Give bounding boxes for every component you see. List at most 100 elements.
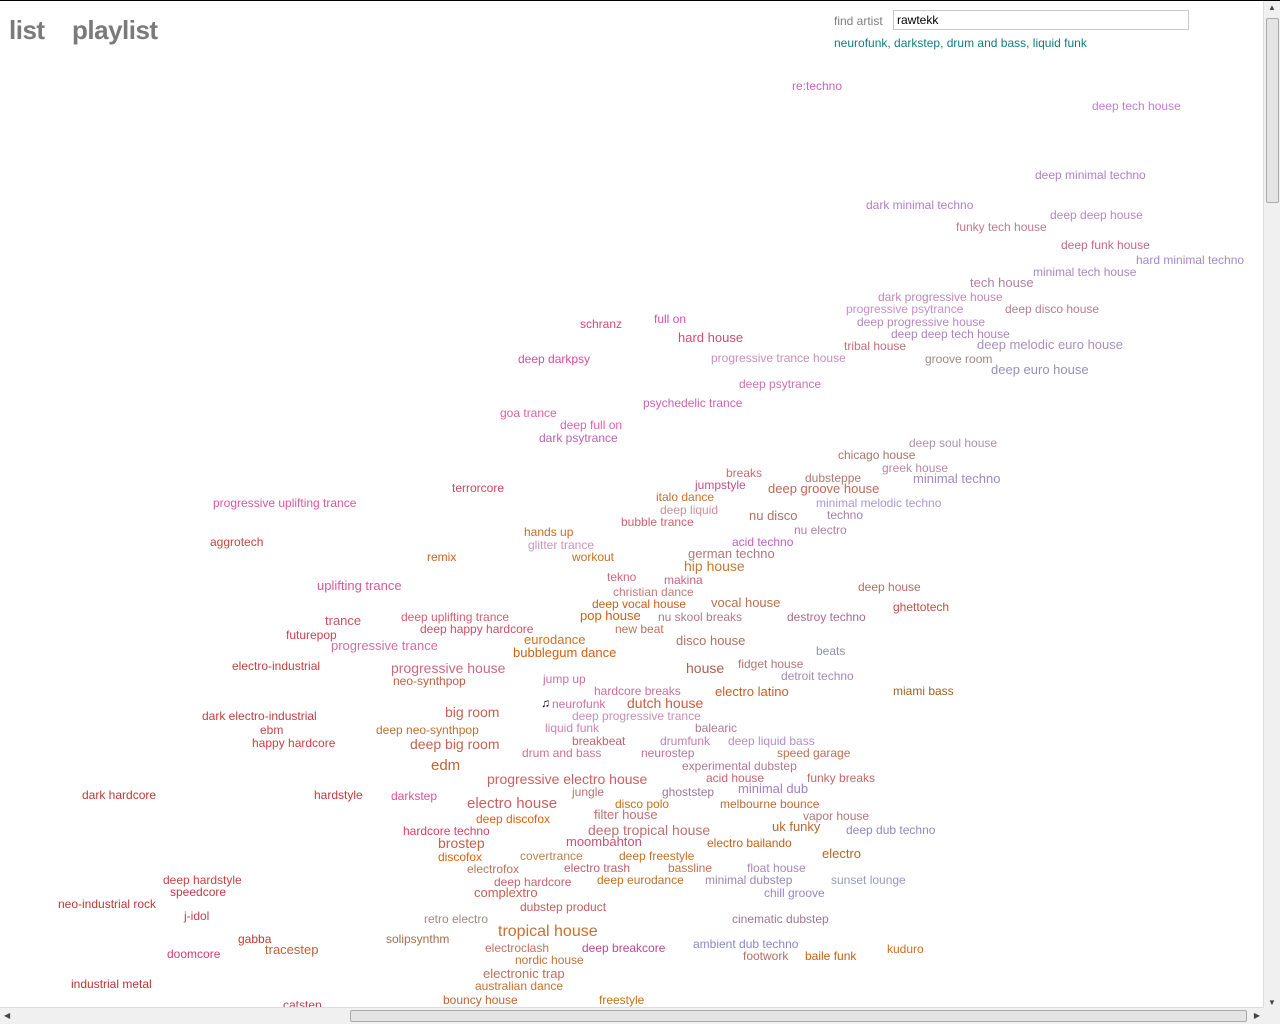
genre-label[interactable]: hard house	[678, 330, 744, 346]
genre-label[interactable]: minimal dubstep	[705, 872, 793, 887]
genre-label[interactable]: pop house	[580, 608, 641, 624]
vertical-scrollbar[interactable]: ▲ ▼	[1263, 1, 1280, 1009]
music-note-icon[interactable]: ♫	[541, 696, 550, 710]
genre-label[interactable]: deep freestyle	[619, 848, 695, 863]
genre-label[interactable]: hip house	[684, 557, 745, 574]
genre-label[interactable]: deep liquid	[660, 502, 719, 517]
genre-label[interactable]: deep euro house	[991, 362, 1089, 378]
genre-label[interactable]: drumfunk	[660, 733, 711, 748]
genre-label[interactable]: bassline	[668, 860, 713, 875]
genre-label[interactable]: neo-industrial rock	[58, 896, 157, 911]
genre-label[interactable]: terrorcore	[452, 480, 505, 495]
genre-label[interactable]: discofox	[438, 849, 483, 864]
genre-label[interactable]: deep tropical house	[588, 821, 711, 838]
genre-label[interactable]: ebm	[260, 722, 284, 737]
genre-label[interactable]: nu disco	[749, 508, 798, 524]
genre-label[interactable]: hardstyle	[314, 787, 363, 802]
genre-label[interactable]: filter house	[594, 807, 658, 823]
genre-label[interactable]: eurodance	[524, 632, 586, 648]
vertical-scroll-thumb[interactable]	[1266, 18, 1279, 203]
genre-label[interactable]: electro	[822, 846, 862, 862]
genre-label[interactable]: christian dance	[613, 584, 694, 599]
genre-label[interactable]: industrial metal	[71, 976, 152, 991]
genre-label[interactable]: techno	[827, 507, 864, 522]
genre-label[interactable]: electro bailando	[707, 835, 792, 850]
genre-label[interactable]: progressive trance	[331, 638, 438, 654]
genre-label[interactable]: deep house	[858, 579, 921, 594]
genre-label[interactable]: australian dance	[475, 978, 564, 993]
genre-label[interactable]: kuduro	[887, 941, 924, 956]
genre-label[interactable]: deep darkpsy	[518, 351, 591, 366]
genre-label[interactable]: hardcore techno	[403, 823, 490, 838]
genre-label[interactable]: electro latino	[715, 684, 789, 700]
genre-label[interactable]: gabba	[238, 931, 272, 946]
genre-label[interactable]: minimal melodic techno	[816, 495, 942, 510]
genre-label[interactable]: acid techno	[732, 534, 794, 549]
genre-label[interactable]: uplifting trance	[317, 578, 402, 594]
genre-label[interactable]: deep big room	[410, 735, 500, 752]
genre-label[interactable]: disco polo	[615, 796, 670, 811]
genre-label[interactable]: dark hardcore	[82, 787, 157, 802]
genre-label[interactable]: speed garage	[777, 745, 851, 760]
genre-label[interactable]: detroit techno	[781, 668, 854, 683]
genre-label[interactable]: ghettotech	[893, 599, 950, 614]
genre-label[interactable]: balearic	[695, 720, 738, 735]
genre-label[interactable]: melbourne bounce	[720, 796, 820, 811]
genre-label[interactable]: nu skool breaks	[658, 609, 743, 624]
genre-label[interactable]: deep discofox	[476, 811, 551, 826]
genre-label[interactable]: glitter trance	[528, 537, 595, 552]
artist-genre-list[interactable]: neurofunk, darkstep, drum and bass, liqu…	[834, 36, 1087, 50]
genre-label[interactable]: big room	[445, 703, 500, 720]
genre-label[interactable]: miami bass	[893, 683, 954, 698]
genre-label[interactable]: destroy techno	[787, 609, 866, 624]
genre-label[interactable]: j-idol	[184, 908, 210, 923]
genre-label[interactable]: dutch house	[627, 694, 704, 711]
scroll-up-icon[interactable]: ▲	[1268, 3, 1276, 12]
genre-label[interactable]: jungle	[572, 784, 605, 799]
genre-label[interactable]: dark minimal techno	[866, 197, 974, 212]
genre-label[interactable]: greek house	[882, 460, 949, 475]
genre-label[interactable]: deep breakcore	[582, 940, 666, 955]
genre-label[interactable]: deep psytrance	[739, 376, 822, 391]
genre-label[interactable]: workout	[572, 549, 615, 564]
horizontal-scroll-thumb[interactable]	[350, 1010, 1247, 1022]
playlist-link[interactable]: playlist	[72, 15, 158, 45]
genre-label[interactable]: nordic house	[515, 952, 584, 967]
genre-label[interactable]: house	[686, 659, 725, 676]
genre-label[interactable]: deep liquid bass	[728, 733, 815, 748]
genre-label[interactable]: minimal techno	[913, 471, 1001, 487]
genre-label[interactable]: breakbeat	[572, 733, 626, 748]
genre-label[interactable]: covertrance	[520, 848, 583, 863]
genre-label[interactable]: funky tech house	[956, 219, 1047, 234]
genre-label[interactable]: deep tech house	[1092, 98, 1181, 113]
genre-label[interactable]: deep funk house	[1061, 237, 1150, 252]
genre-label[interactable]: acid house	[706, 770, 765, 785]
genre-label[interactable]: deep deep house	[1050, 207, 1143, 222]
genre-label[interactable]: electro house	[467, 795, 558, 812]
genre-label[interactable]: deep disco house	[1005, 301, 1100, 316]
genre-label[interactable]: drum and bass	[522, 745, 602, 760]
genre-label[interactable]: brostep	[438, 834, 485, 851]
genre-label[interactable]: fidget house	[738, 656, 804, 671]
genre-label[interactable]: neo-synthpop	[393, 673, 466, 688]
genre-label[interactable]: vapor house	[803, 808, 870, 823]
genre-label[interactable]: new beat	[615, 621, 664, 636]
genre-label[interactable]: happy hardcore	[252, 735, 336, 750]
genre-label[interactable]: funky breaks	[807, 770, 876, 785]
genre-label[interactable]: retro electro	[424, 911, 489, 926]
genre-label[interactable]: deep eurodance	[597, 872, 684, 887]
genre-label[interactable]: uk funky	[772, 819, 821, 835]
genre-label[interactable]: german techno	[688, 546, 775, 562]
genre-label[interactable]: electro-industrial	[232, 658, 321, 673]
genre-label[interactable]: progressive uplifting trance	[213, 495, 357, 510]
genre-label[interactable]: hard minimal techno	[1136, 252, 1245, 267]
genre-label[interactable]: float house	[747, 860, 806, 875]
genre-label[interactable]: re:techno	[792, 78, 843, 93]
genre-label[interactable]: bubblegum dance	[513, 645, 617, 661]
genre-label[interactable]: darkstep	[391, 788, 438, 803]
genre-label[interactable]: freestyle	[599, 992, 645, 1007]
genre-label[interactable]: neurostep	[641, 745, 695, 760]
genre-label[interactable]: beats	[816, 643, 846, 658]
genre-label[interactable]: moombahton	[566, 834, 642, 850]
genre-label[interactable]: aggrotech	[210, 534, 264, 549]
